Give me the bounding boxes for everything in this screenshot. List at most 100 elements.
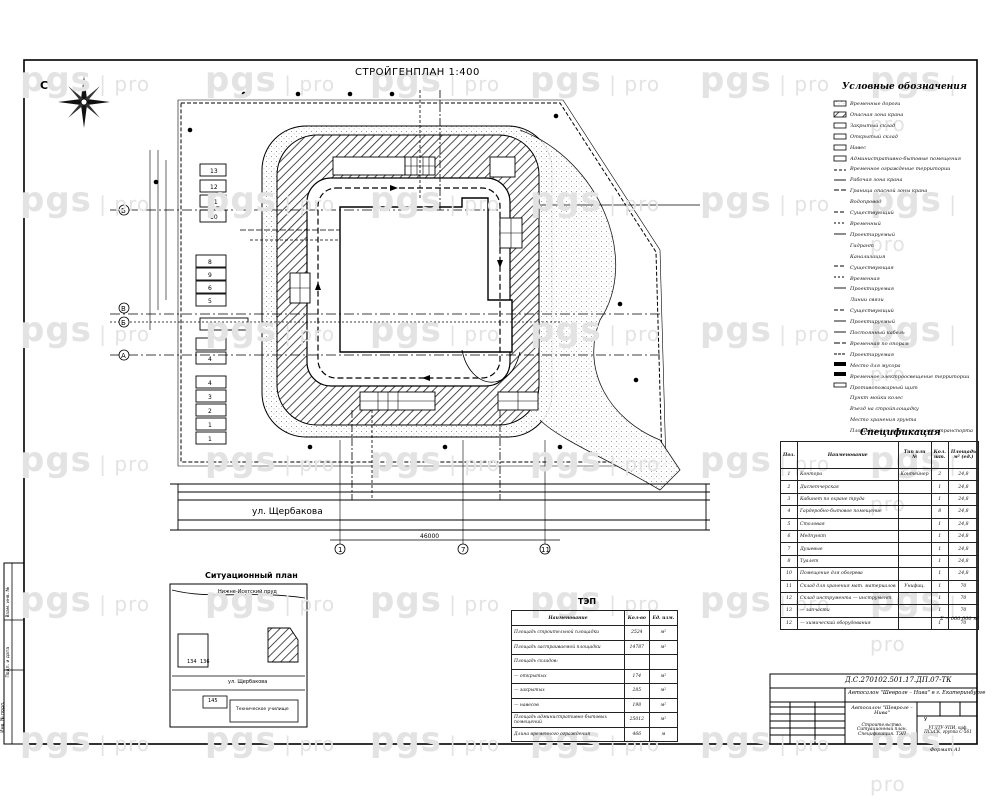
legend-item: Проектируемый xyxy=(850,231,895,238)
svg-text:1: 1 xyxy=(338,546,342,554)
table-cell: Душевые xyxy=(796,542,899,556)
stamp-name: Автосалон "Шевроле – Нива" xyxy=(851,705,913,716)
legend-item: Административно-бытовые помещения xyxy=(850,155,961,162)
table-cell: 12 xyxy=(780,591,798,606)
legend-item: Место хранения грунта xyxy=(850,417,917,424)
table-cell: 3 xyxy=(780,492,798,507)
table-cell: 1 xyxy=(930,567,949,581)
table-cell: Диспетчерская xyxy=(796,480,899,494)
legend-item: Существующий xyxy=(850,210,894,217)
table-cell: м xyxy=(648,726,679,742)
table-cell: м² xyxy=(648,697,679,713)
table-cell: 1 xyxy=(930,529,949,544)
svg-text:11: 11 xyxy=(210,199,218,206)
table-cell: — запчасти xyxy=(796,604,899,618)
legend-item: Опасная зона крана xyxy=(850,111,904,118)
svg-text:5: 5 xyxy=(208,298,212,305)
situ-title: Ситуационный план xyxy=(205,571,298,580)
table-row: Площадь складов: xyxy=(511,654,679,670)
table-cell: 10 xyxy=(780,567,798,581)
stamp-sheet-title: Строительство. Ситуационный план. Специф… xyxy=(856,723,908,737)
legend-item: Проектируемая xyxy=(850,351,894,358)
svg-text:13: 13 xyxy=(210,168,218,175)
side-stamp-3: Взам. инв. № xyxy=(6,586,12,618)
table-cell: 1 xyxy=(930,517,949,531)
table-cell: 24,8 xyxy=(947,554,980,569)
drawing-title: СТРОЙГЕНПЛАН 1:400 xyxy=(355,67,480,78)
tep-header-cell: Кол-во xyxy=(624,610,650,626)
svg-text:Б: Б xyxy=(121,319,126,327)
table-cell: 1 xyxy=(930,579,949,593)
total-dimension: 46000 xyxy=(420,533,440,540)
legend-item: Временные дороги xyxy=(850,101,901,107)
svg-text:3: 3 xyxy=(208,394,212,401)
svg-text:10: 10 xyxy=(210,214,218,221)
legend-item: Площадка для мойки колес автотранспорта xyxy=(850,428,974,435)
table-cell: Площадь строительной площадки xyxy=(511,625,625,641)
table-cell: 70 xyxy=(947,616,980,631)
table-cell: 2 xyxy=(780,480,798,494)
svg-text:2: 2 xyxy=(208,408,212,415)
table-cell: м² xyxy=(648,639,679,655)
table-cell: 70 xyxy=(947,579,980,593)
stamp-stage: У xyxy=(924,717,928,723)
legend-item: Проектируемая xyxy=(850,286,894,293)
legend-item: Временный xyxy=(850,220,881,227)
table-cell: 1 xyxy=(930,480,949,494)
table-cell xyxy=(897,505,932,519)
situ-house-145: 145 xyxy=(208,698,218,704)
legend-item: Закрытый склад xyxy=(850,122,896,129)
table-cell xyxy=(897,542,932,556)
table-cell: 1 xyxy=(930,492,949,507)
table-cell xyxy=(624,654,650,670)
legend-item: Временное ограждение территории xyxy=(850,166,951,173)
table-cell: Кабинет по охране труда xyxy=(796,492,899,507)
site-facilities xyxy=(195,163,249,445)
legend-item: Въезд на стройплощадку xyxy=(850,406,919,413)
table-cell xyxy=(897,492,932,507)
table-cell: 285 xyxy=(624,683,650,699)
situ-street: ул. Щербакова xyxy=(228,679,268,685)
table-cell: 466 xyxy=(624,726,650,742)
table-cell: м² xyxy=(648,625,679,641)
svg-text:1: 1 xyxy=(208,436,212,443)
table-cell: 8 xyxy=(930,505,949,519)
svg-text:7: 7 xyxy=(461,546,465,554)
legend-item: Линии связи xyxy=(850,297,884,304)
legend-item: Проектируемый xyxy=(850,319,895,326)
table-cell: 7 xyxy=(780,542,798,556)
table-cell xyxy=(897,480,932,494)
table-cell: 13 xyxy=(780,604,798,618)
situ-house-136: 136 xyxy=(200,659,210,665)
table-cell: 198 xyxy=(624,697,650,713)
compass-rose-icon xyxy=(58,76,110,128)
table-cell: Площадь складов: xyxy=(511,654,625,670)
table-cell: Туалет xyxy=(796,554,899,569)
svg-text:Б: Б xyxy=(121,207,126,215)
site-fence xyxy=(180,102,663,463)
table-cell xyxy=(897,517,932,531)
table-cell: Столовая xyxy=(796,517,899,531)
svg-text:А: А xyxy=(121,352,126,360)
table-cell: 1 xyxy=(930,542,949,556)
tep-header-cell: Наименование xyxy=(511,610,625,626)
table-cell: 24,8 xyxy=(947,517,980,531)
table-cell: 12 xyxy=(780,616,798,631)
table-cell: 1 xyxy=(930,616,949,631)
table-cell xyxy=(897,616,932,631)
stamp-org: УГЛТУ-УПИ, каф. ПСиСК, группа С-561 xyxy=(924,725,972,735)
table-cell: Склад для хранения мат. материалов xyxy=(796,579,899,593)
legend-item: Временная по опорам xyxy=(850,340,909,347)
table-cell: 24,8 xyxy=(947,467,980,482)
